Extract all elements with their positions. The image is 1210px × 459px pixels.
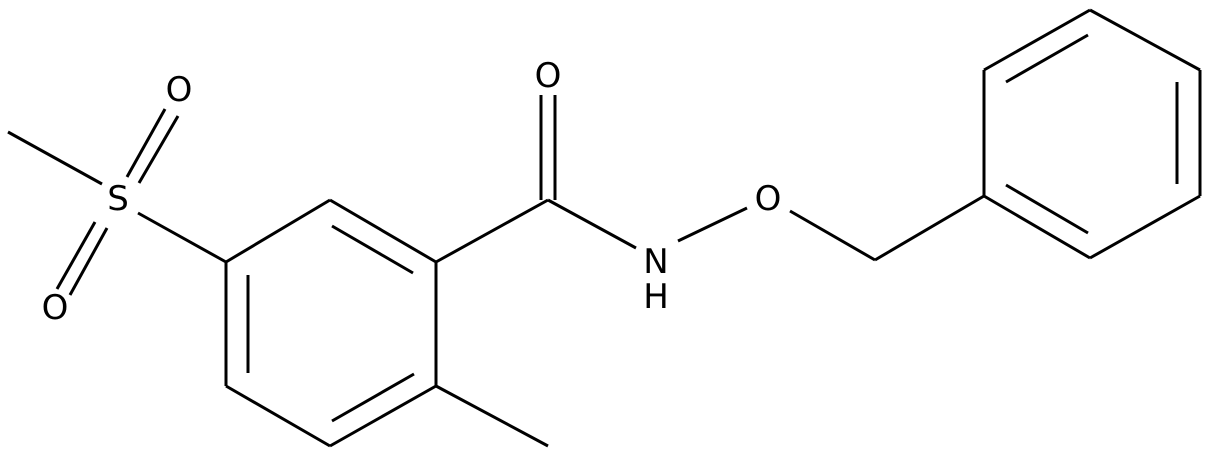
bond-ring-c4-c5 (329, 384, 437, 448)
bond-ring-c1-c2 (225, 198, 331, 264)
atom-amide-hydrogen: H (643, 277, 669, 317)
bond-phenyl-p2-p3-inner (1005, 33, 1089, 84)
bond-ring-c5-c6 (225, 384, 331, 448)
bond-phenyl-p6-p1 (983, 194, 1091, 260)
bond-phenyl-p3-p4 (1089, 8, 1201, 72)
bond-sulfur-ring (137, 211, 227, 264)
atom-carbonyl-oxygen: O (535, 56, 562, 96)
bond-ring-c2-c3 (329, 198, 437, 264)
bond-sulfur-oxygen-bottom-a (55, 221, 97, 290)
bond-phenyl-p5-p6 (1089, 194, 1201, 260)
bond-phenyl-p2-p3 (983, 8, 1091, 72)
atom-ether-oxygen: O (755, 179, 782, 219)
bond-nitrogen-oxygen (677, 206, 748, 243)
bond-ring-methyl (435, 384, 549, 448)
bond-oxygen-ch2 (789, 209, 876, 262)
bond-ring-c2-c3-inner (331, 224, 414, 275)
bond-sulfur-oxygen-top-b (137, 115, 180, 184)
atom-amide-nitrogen: N (643, 242, 668, 282)
bond-ring-carbonyl (435, 198, 549, 264)
bond-methyl-sulfur (7, 130, 103, 186)
atom-sulfonyl-oxygen-bottom: O (42, 288, 69, 328)
bond-carbonyl-nitrogen (547, 198, 637, 250)
bond-sulfur-oxygen-bottom-b (68, 227, 109, 296)
bond-sulfur-oxygen-top-a (125, 108, 167, 178)
bond-phenyl-p6-p1-inner (1005, 183, 1089, 235)
bond-ring-c4-c5-inner (331, 372, 415, 423)
bond-ch2-phenyl (874, 194, 985, 262)
atom-sulfur: S (107, 179, 129, 219)
atom-sulfonyl-oxygen-top: O (166, 70, 193, 110)
